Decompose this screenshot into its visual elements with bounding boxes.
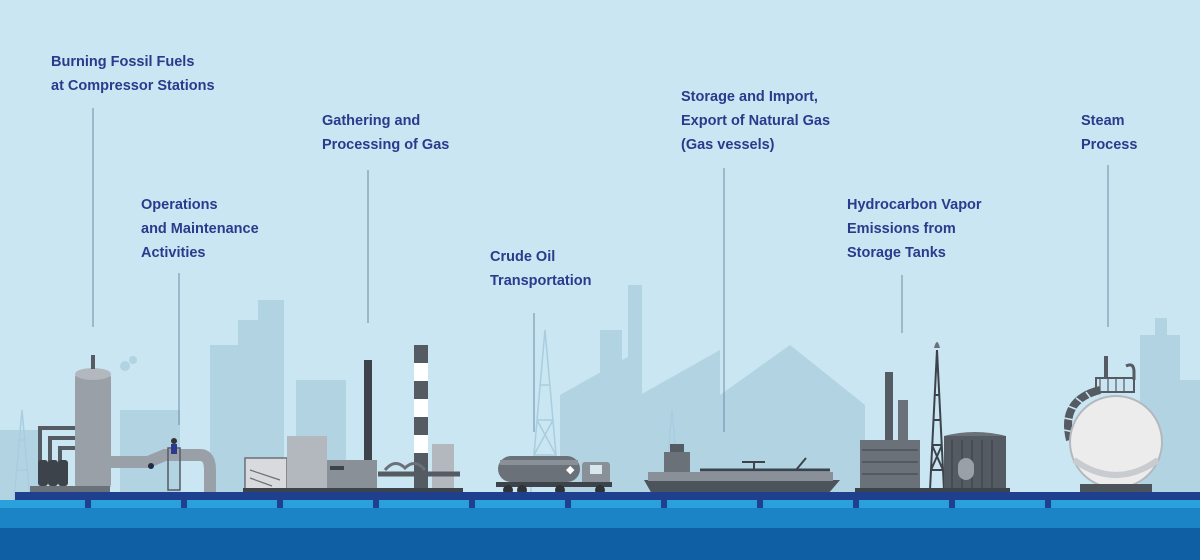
label-storage-import-export: Storage and Import,Export of Natural Gas… [681,89,831,153]
compressor-station-illustration [30,355,216,494]
processing-plant-illustration [243,345,463,494]
hazard-diamond-icon: ◆ [566,464,575,476]
ground-water [0,492,1200,560]
tanker-truck-illustration: ◆ [496,456,612,495]
leader-lines [92,108,1109,432]
storage-tank-refinery-illustration [855,342,1010,494]
steam-sphere-illustration [1063,356,1163,492]
gas-vessel-illustration [644,444,840,494]
